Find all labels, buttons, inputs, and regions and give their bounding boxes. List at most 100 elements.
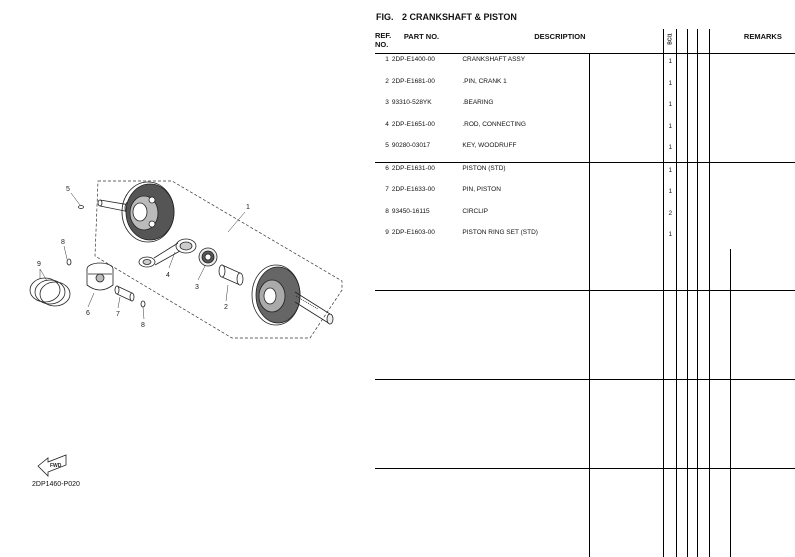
callout-6: 6 [86,310,90,317]
callout-2: 2 [224,304,228,311]
callout-5: 5 [66,186,70,193]
remarks-cell [731,119,795,141]
callout-7: 7 [116,311,120,318]
description-cell: PIN, PISTON [462,186,501,193]
col-header-ref: REF. NO. [375,29,392,54]
blank-row [375,378,795,468]
crankshaft-left-half [97,181,175,243]
callout-3: 3 [195,284,199,291]
ref-cell: 4 [385,120,389,128]
parts-table: REF. NO. PART NO. DESCRIPTION BCl1 REMAR… [375,29,795,557]
remarks-cell [731,54,795,76]
description-extra-cell [589,205,664,227]
col-header-remarks: REMARKS [730,29,795,54]
ref-cell: 3 [385,99,389,106]
fig-number: 2 [402,12,408,22]
model-code-label: BCl1 [667,33,674,45]
description-extra-cell [589,184,664,206]
ref-cell: 8 [385,207,389,215]
ref-cell: 2 [385,77,389,85]
part-no-cell: 93450-16115 [391,207,430,215]
description-extra-cell [589,161,664,184]
piston-ring-set [29,277,71,307]
description-extra-cell [589,97,664,119]
description-cell: .BEARING [462,99,494,106]
remarks-cell [731,206,795,228]
page-title: FIG. 2 CRANKSHAFT & PISTON [376,12,517,22]
description-cell: KEY, WOODRUFF [462,142,517,149]
callout-1: 1 [246,204,250,211]
needle-bearing [198,247,218,267]
blank-row [375,289,795,379]
callout-4: 4 [166,272,170,279]
quantity-cell: 2 [663,205,677,227]
ref-cell: 9 [385,229,389,236]
fig-label: FIG. [376,12,394,22]
col-header-ref-line1: REF. [375,31,392,40]
description-cell: PISTON RING SET (STD) [462,229,538,236]
blank-row [375,248,795,290]
ref-cell: 1 [385,56,389,63]
exploded-view-diagram: 1 2 3 4 5 6 7 8 8 9 FWD [29,180,343,477]
forward-arrow-icon: FWD [37,454,67,477]
assembly-boundary [94,180,343,339]
remarks-cell [731,140,795,162]
col-header-model-code: BCl1 [663,29,677,54]
callout-8-lower: 8 [141,322,145,329]
col-header-ref-line2: NO. [375,40,389,49]
callout-9: 9 [37,261,41,268]
col-header-description: DESCRIPTION [456,29,664,54]
ref-cell: 5 [385,142,389,149]
circlip-upper [66,258,72,266]
callout-8-upper: 8 [61,239,65,246]
quantity-cell: 1 [663,53,677,76]
catalog-code: 2DP1460-P020 [32,481,80,488]
part-no-cell: 2DP-E1651-00 [391,120,435,128]
quantity-cell: 1 [663,140,677,162]
quantity-cell: 1 [663,184,677,206]
description-cell: .ROD, CONNECTING [462,120,526,128]
woodruff-key [78,205,84,209]
description-cell: .PIN, CRANK 1 [462,77,507,85]
remarks-cell [730,161,795,184]
part-no-cell: 2DP-E1631-00 [391,161,457,184]
blank-row [375,467,795,557]
crankshaft-right-half [251,264,334,326]
remarks-cell [731,227,795,249]
part-no-cell: 2DP-E1400-00 [391,56,435,63]
remarks-cell [731,97,795,119]
fwd-label: FWD [50,463,62,469]
remarks-cell [731,76,795,98]
fig-title-text: CRANKSHAFT & PISTON [409,12,517,22]
remarks-cell [731,184,795,206]
crank-pin [218,264,244,286]
quantity-cell: 1 [663,118,677,140]
quantity-cell: 1 [663,227,677,249]
table-header-row: REF. NO. PART NO. DESCRIPTION BCl1 REMAR… [375,29,795,54]
ref-cell: 6 [375,161,392,184]
description-cell: PISTON (STD) [456,161,590,184]
leader-lines [39,192,246,320]
description-extra-cell [589,75,664,97]
part-no-cell: 2DP-E1603-00 [391,229,435,236]
quantity-cell: 1 [663,75,677,97]
description-extra-cell [589,140,664,162]
part-no-cell: 90280-03017 [391,142,431,149]
connecting-rod [138,238,197,268]
circlip-lower [140,300,146,308]
description-extra-cell [589,118,664,140]
part-no-cell: 2DP-E1681-00 [391,77,435,85]
col-header-part-no: PART NO. [391,29,457,54]
description-extra-cell [589,227,664,249]
description-extra-cell [589,53,664,76]
quantity-cell: 1 [663,161,677,184]
